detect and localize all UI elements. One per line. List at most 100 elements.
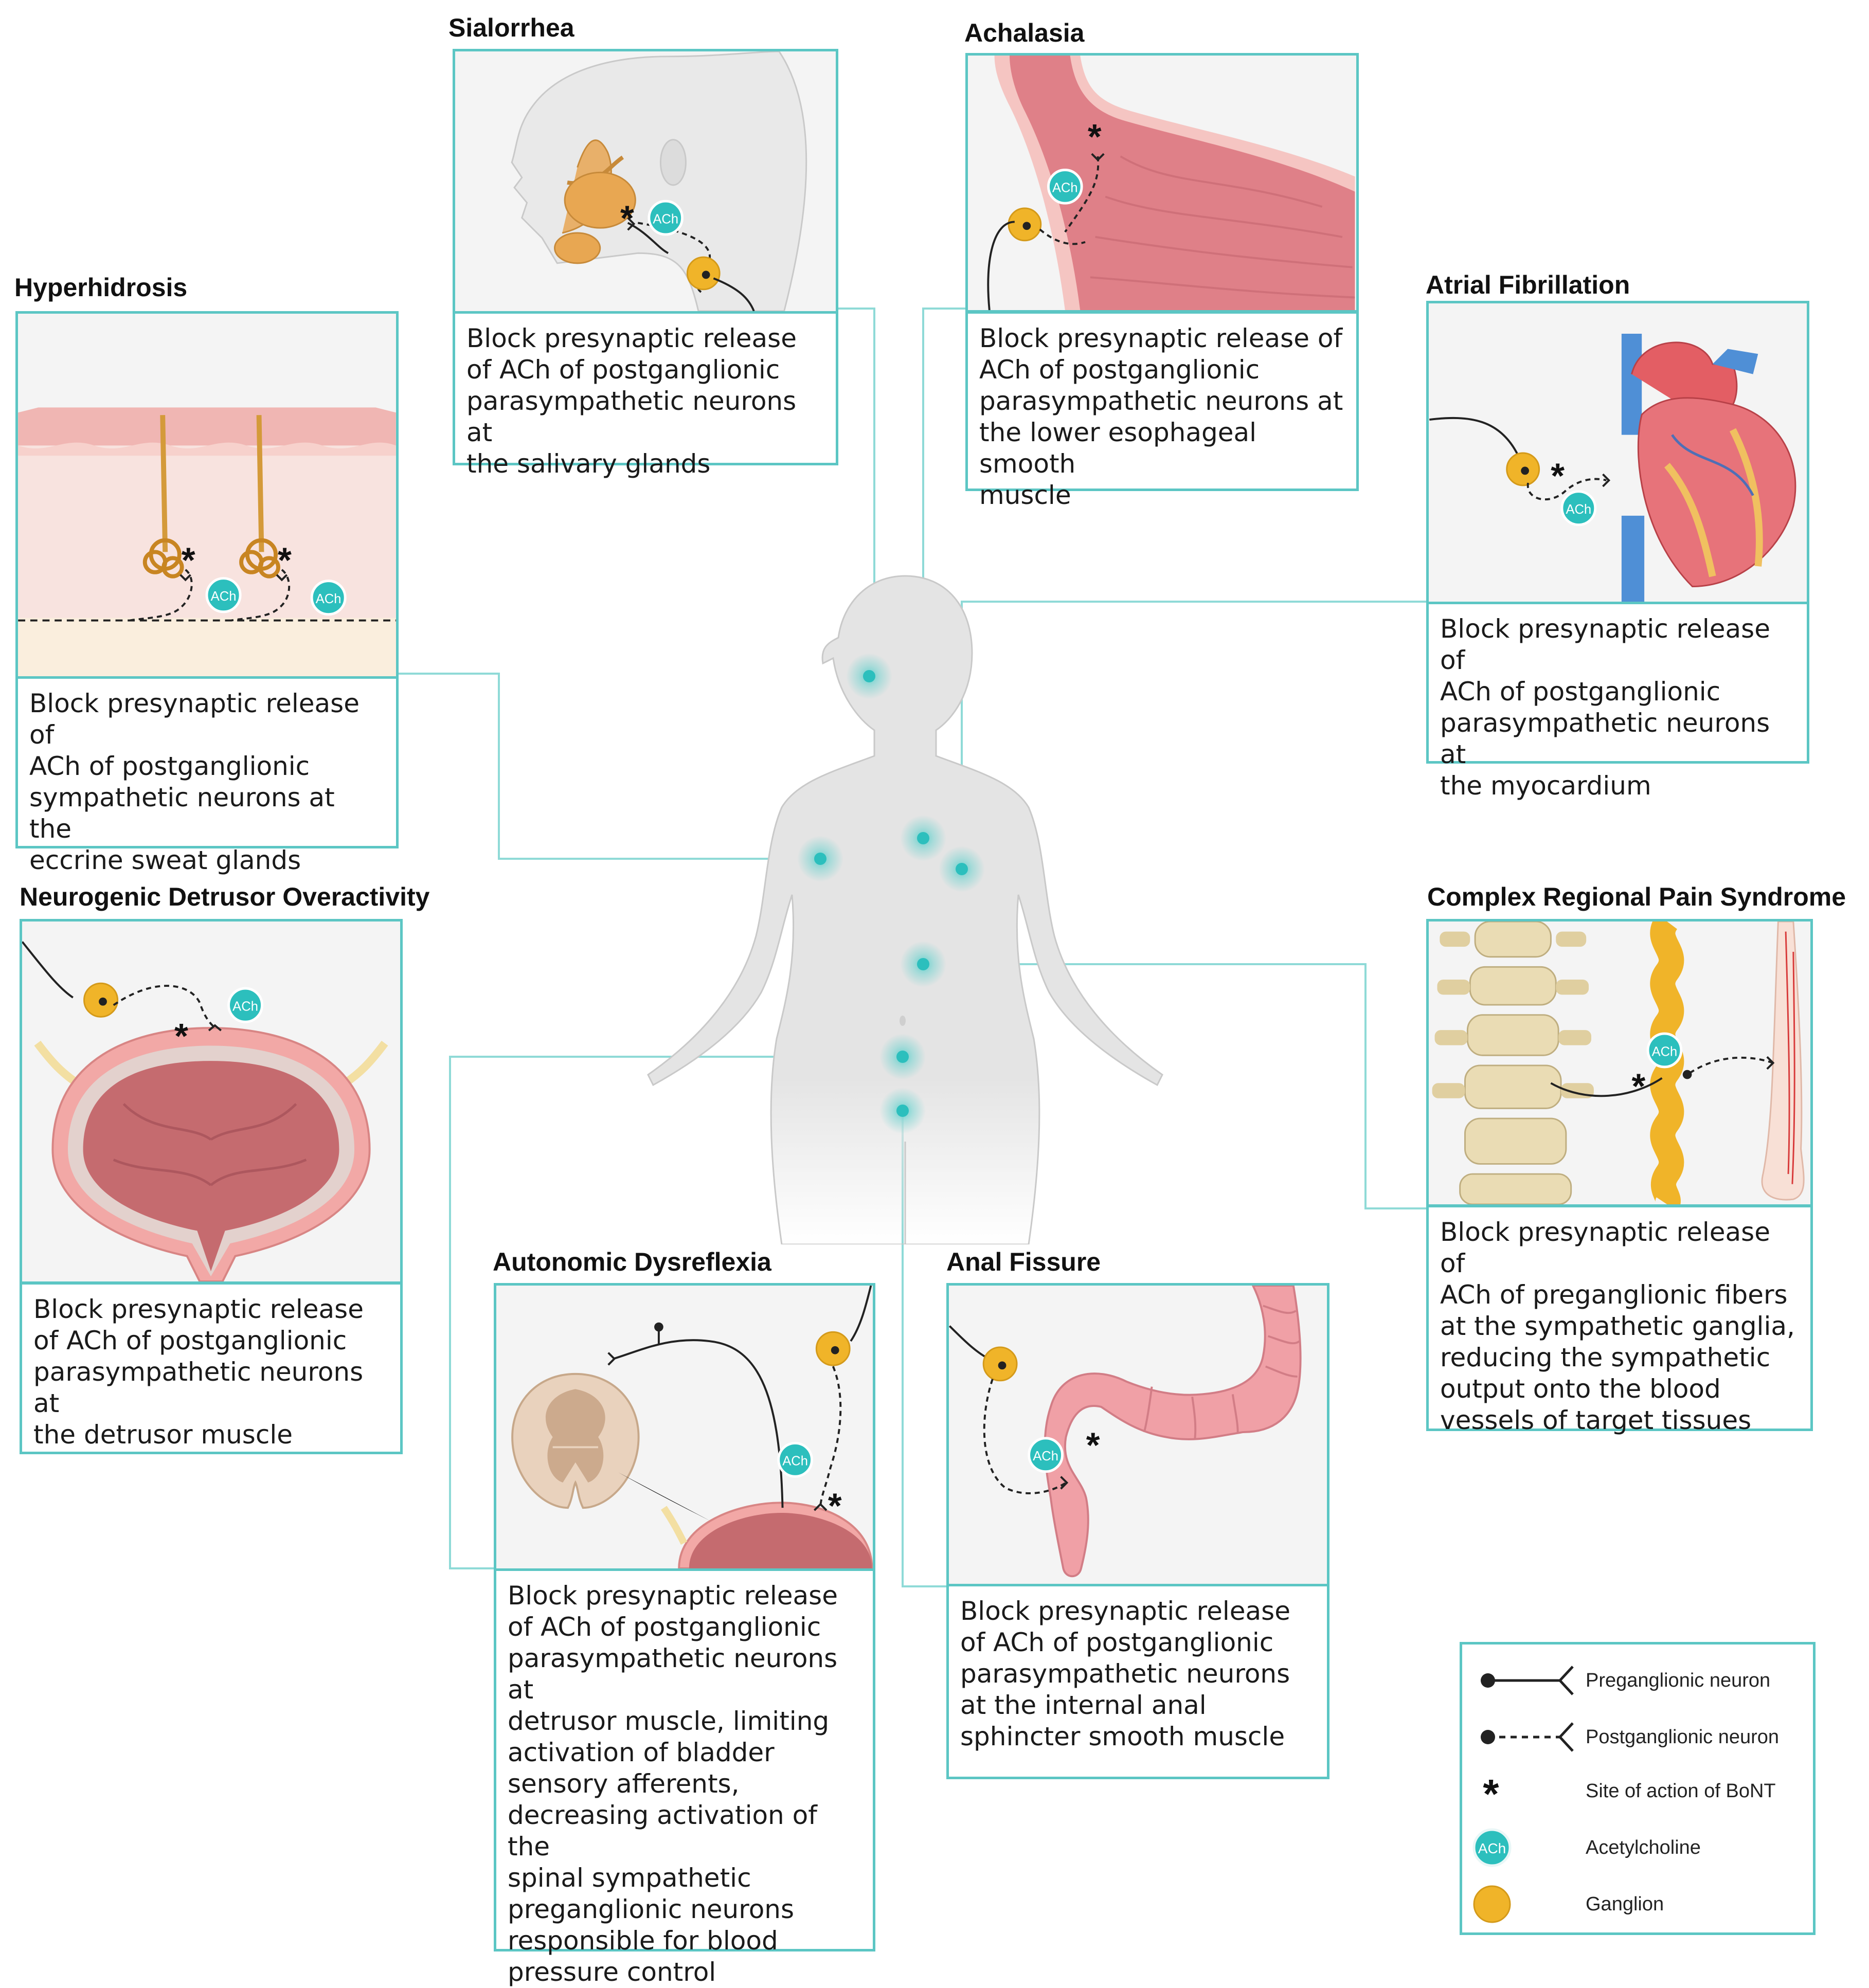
- desc-line: parasympathetic neurons at: [979, 386, 1343, 416]
- desc-line: of ACh of postganglionic: [508, 1612, 821, 1642]
- desc-line: spinal sympathetic: [508, 1863, 751, 1893]
- desc-line: sympathetic neurons at the: [29, 783, 335, 844]
- preganglionic-neuron-icon: [1481, 1666, 1574, 1695]
- atrial-fibrillation-title: Atrial Fibrillation: [1426, 270, 1630, 299]
- svg-text:ACh: ACh: [232, 1000, 258, 1014]
- autonomic-dysreflexia-illustration: ACh *: [494, 1283, 875, 1571]
- svg-text:ACh: ACh: [782, 1454, 808, 1469]
- crps-title: Complex Regional Pain Syndrome: [1427, 882, 1846, 911]
- desc-line: Block presynaptic release: [508, 1581, 838, 1611]
- svg-text:ACh: ACh: [1566, 502, 1591, 517]
- desc-line: activation of bladder: [508, 1738, 775, 1767]
- neurogenic-detrusor-illustration: ACh *: [20, 919, 403, 1284]
- human-body-figure: [647, 575, 1163, 1244]
- svg-text:*: *: [1632, 1067, 1646, 1106]
- desc-line: the salivary glands: [466, 449, 711, 479]
- desc-line: at the internal anal: [960, 1690, 1207, 1720]
- desc-line: parasympathetic neurons: [960, 1659, 1290, 1689]
- svg-text:ACh: ACh: [653, 212, 678, 226]
- desc-line: of ACh of postganglionic: [466, 355, 780, 385]
- svg-text:*: *: [1551, 456, 1565, 496]
- legend-item-bont-site: * Site of action of BoNT: [1462, 1768, 1813, 1814]
- svg-text:*: *: [182, 540, 195, 580]
- atrial-fibrillation-illustration: ACh *: [1426, 301, 1809, 604]
- legend-label: Postganglionic neuron: [1586, 1726, 1780, 1748]
- neurogenic-detrusor-description: Block presynaptic release of ACh of post…: [20, 1282, 403, 1454]
- svg-text:*: *: [1088, 117, 1102, 156]
- svg-text:ACh: ACh: [211, 589, 237, 604]
- desc-line: detrusor muscle, limiting: [508, 1706, 830, 1736]
- desc-line: of ACh of postganglionic: [33, 1326, 347, 1356]
- desc-line: the detrusor muscle: [33, 1420, 293, 1450]
- postganglionic-neuron-icon: [1481, 1722, 1574, 1752]
- sialorrhea-illustration: ACh *: [453, 49, 838, 314]
- desc-line: preganglionic neurons: [508, 1894, 795, 1924]
- desc-line: sensory afferents,: [508, 1769, 740, 1799]
- hyperhidrosis-description: Block presynaptic release of ACh of post…: [15, 676, 399, 875]
- desc-line: reducing the sympathetic: [1440, 1343, 1771, 1372]
- desc-line: Block presynaptic release: [960, 1596, 1290, 1626]
- legend-label: Acetylcholine: [1586, 1837, 1701, 1858]
- desc-line: the myocardium: [1440, 771, 1651, 801]
- desc-line: vessels of target tissues: [1440, 1405, 1752, 1435]
- sialorrhea-title: Sialorrhea: [448, 13, 574, 42]
- svg-text:*: *: [620, 198, 634, 238]
- desc-line: output onto the blood: [1440, 1374, 1721, 1404]
- desc-line: at the sympathetic ganglia,: [1440, 1311, 1795, 1341]
- desc-line: Block presynaptic release: [466, 323, 797, 353]
- autonomic-dysreflexia-description: Block presynaptic release of ACh of post…: [494, 1568, 875, 1987]
- desc-line: Block presynaptic release: [33, 1294, 364, 1324]
- desc-line: parasympathetic neurons at: [33, 1357, 364, 1418]
- desc-line: Block presynaptic release of: [979, 323, 1343, 353]
- crps-illustration: ACh *: [1426, 919, 1813, 1207]
- legend-label: Preganglionic neuron: [1586, 1670, 1771, 1691]
- legend-label: Ganglion: [1586, 1893, 1664, 1915]
- desc-line: ACh of postganglionic: [1440, 677, 1721, 707]
- legend-item-acetylcholine: ACh Acetylcholine: [1462, 1824, 1813, 1871]
- autonomic-dysreflexia-title: Autonomic Dysreflexia: [493, 1248, 771, 1276]
- svg-text:ACh: ACh: [1652, 1044, 1678, 1059]
- desc-line: ACh of postganglionic: [979, 355, 1260, 385]
- svg-text:ACh: ACh: [1033, 1449, 1058, 1463]
- anal-fissure-description: Block presynaptic release of ACh of post…: [946, 1584, 1329, 1779]
- desc-line: pressure control: [508, 1957, 716, 1987]
- atrial-fibrillation-description: Block presynaptic release of ACh of post…: [1426, 602, 1809, 801]
- desc-line: Block presynaptic release of: [29, 689, 360, 750]
- legend-item-postganglionic: Postganglionic neuron: [1462, 1714, 1813, 1760]
- desc-line: of ACh of postganglionic: [960, 1628, 1274, 1657]
- ganglion-icon: [1473, 1885, 1511, 1923]
- legend-item-ganglion: Ganglion: [1462, 1881, 1813, 1927]
- desc-line: decreasing activation of the: [508, 1800, 817, 1862]
- svg-text:ACh: ACh: [1052, 181, 1078, 195]
- svg-text:*: *: [1086, 1425, 1100, 1465]
- anal-fissure-illustration: ACh *: [946, 1283, 1329, 1586]
- hyperhidrosis-title: Hyperhidrosis: [14, 273, 188, 302]
- svg-text:ACh: ACh: [1478, 1840, 1506, 1856]
- desc-line: parasympathetic neurons at: [508, 1643, 838, 1705]
- svg-text:*: *: [278, 540, 292, 580]
- desc-line: ACh of postganglionic: [29, 751, 310, 781]
- svg-text:ACh: ACh: [316, 592, 342, 606]
- legend: Preganglionic neuron Postganglionic neur…: [1460, 1642, 1816, 1935]
- desc-line: Block presynaptic release of: [1440, 1217, 1770, 1278]
- asterisk-icon: *: [1483, 1771, 1499, 1814]
- svg-text:*: *: [174, 1016, 188, 1056]
- desc-line: parasympathetic neurons at: [1440, 708, 1770, 769]
- crps-description: Block presynaptic release of ACh of preg…: [1426, 1205, 1813, 1435]
- anal-fissure-title: Anal Fissure: [946, 1248, 1101, 1276]
- desc-line: eccrine sweat glands: [29, 845, 301, 875]
- achalasia-illustration: ACh *: [965, 53, 1359, 313]
- svg-text:*: *: [828, 1486, 842, 1526]
- desc-line: ACh of preganglionic fibers: [1440, 1280, 1788, 1310]
- neurogenic-detrusor-title: Neurogenic Detrusor Overactivity: [20, 882, 430, 911]
- achalasia-title: Achalasia: [964, 19, 1085, 47]
- desc-line: parasympathetic neurons at: [466, 386, 797, 447]
- sialorrhea-description: Block presynaptic release of ACh of post…: [453, 311, 838, 479]
- svg-text:*: *: [1483, 1771, 1499, 1814]
- ach-icon: ACh: [1472, 1828, 1512, 1867]
- legend-label: Site of action of BoNT: [1586, 1780, 1776, 1802]
- hyperhidrosis-illustration: ACh ACh * *: [15, 311, 399, 679]
- achalasia-description: Block presynaptic release of ACh of post…: [965, 311, 1359, 510]
- desc-line: Block presynaptic release of: [1440, 614, 1770, 675]
- desc-line: muscle: [979, 480, 1071, 510]
